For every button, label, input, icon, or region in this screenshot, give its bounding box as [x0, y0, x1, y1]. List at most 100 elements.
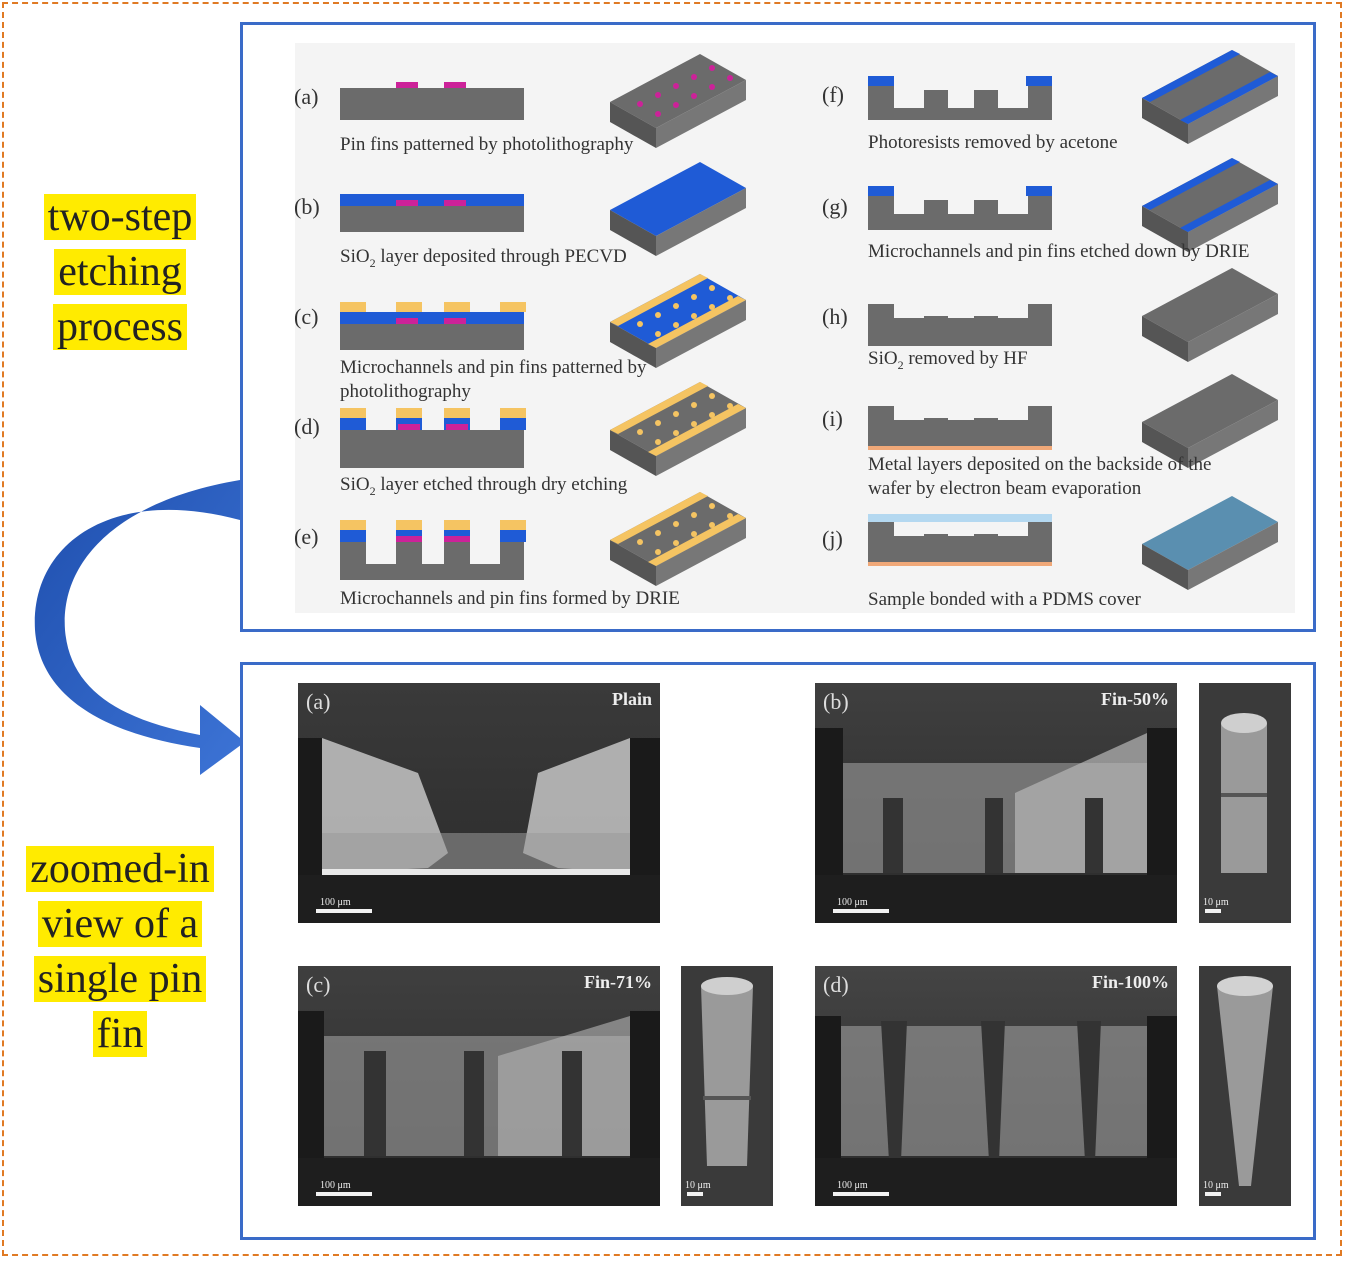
step-c-block-dot-0-2	[673, 303, 679, 309]
step-e-block-dot-0-0	[637, 539, 643, 545]
step-e-resist-1	[396, 520, 422, 530]
step-a-block-dot-0-0	[637, 101, 643, 107]
step-c-block-dot-1-2	[691, 313, 697, 319]
step-e-resist-0	[340, 520, 366, 530]
step-h-caption: SiO2 removed by HF	[868, 347, 1028, 377]
step-c-caption-line2: photolithography	[340, 381, 471, 402]
step-i-metal	[868, 446, 1052, 450]
sem-d-channel	[815, 1016, 1177, 1206]
step-d-caption-post: layer etched through dry etching	[375, 474, 628, 495]
step-f-block-rail-2	[1180, 72, 1278, 124]
step-b-pin-1	[396, 200, 418, 206]
sem-c-inset-scale-label: 10 μm	[685, 1180, 711, 1191]
step-f-block-left	[1142, 98, 1188, 144]
step-f-block-rail-1	[1142, 50, 1240, 102]
step-c-block-right	[656, 300, 746, 368]
label-bottom-line-1: zoomed-in	[26, 846, 214, 892]
step-c-pin-1	[396, 318, 418, 324]
step-f-oxide-right	[1026, 76, 1052, 86]
sem-c-letter: (c)	[306, 972, 331, 997]
step-a-substrate	[340, 88, 524, 120]
sem-c-scale-bar	[316, 1192, 372, 1196]
step-d-pin-1	[398, 424, 420, 430]
sem-image-a: (a) Plain 100 μm	[298, 683, 660, 923]
label-bottom-line-3: single pin	[33, 956, 207, 1002]
step-a-block-dot-0-1	[655, 92, 661, 98]
step-g-block-top	[1142, 158, 1278, 232]
step-d-oxide-0	[340, 418, 366, 430]
label-top-line-1: two-step	[43, 194, 197, 240]
step-a-block-dot-1-3	[709, 84, 715, 90]
sem-d-scale-bar	[833, 1192, 889, 1196]
step-j-block-left	[1142, 544, 1188, 590]
step-d-caption-pre: SiO	[340, 474, 370, 495]
step-a-pin-resist-1	[396, 82, 418, 88]
step-d-letter: (d)	[294, 414, 320, 439]
step-h-substrate	[868, 304, 1052, 346]
step-b-block-top	[610, 162, 746, 236]
step-f-caption: Photoresists removed by acetone	[868, 132, 1118, 153]
step-a-letter: (a)	[294, 84, 319, 109]
step-d-resist-0	[340, 408, 366, 418]
step-d-resist-1	[396, 408, 422, 418]
step-e-resist-3	[500, 520, 526, 530]
step-d-oxide-3	[500, 418, 526, 430]
step-d-block-rail-1	[610, 382, 708, 434]
sem-image-c: (c) Fin-71% 100 μm	[298, 966, 660, 1206]
step-h-letter: (h)	[822, 304, 848, 329]
sem-inset-b: 10 μm	[1199, 683, 1291, 923]
step-h-caption-pre: SiO	[868, 348, 898, 369]
step-c-resist-3	[500, 302, 526, 312]
step-b-caption-pre: SiO	[340, 246, 370, 267]
sem-b-letter: (b)	[823, 689, 849, 714]
step-a-pin-resist-2	[444, 82, 466, 88]
sem-c-inset-scale-bar	[687, 1192, 703, 1196]
step-e-block-dot-0-1	[655, 530, 661, 536]
step-a-block-dot-0-3	[691, 74, 697, 80]
step-d-resist-3	[500, 408, 526, 418]
sem-a-channel	[298, 738, 660, 923]
sem-a-letter: (a)	[306, 689, 331, 714]
label-bottom-line-2: view of a	[37, 901, 203, 947]
step-a-block-dot-1-4	[727, 75, 733, 81]
step-d-substrate	[340, 430, 524, 468]
step-h-caption-post: removed by HF	[903, 348, 1028, 369]
step-j-metal	[868, 562, 1052, 566]
step-j-pdms	[868, 514, 1052, 522]
step-c-block-left	[610, 322, 656, 368]
step-e-block-dot-0-2	[673, 521, 679, 527]
step-c-block-dot-0-4	[709, 285, 715, 291]
step-f-substrate	[868, 78, 1052, 120]
sem-c-pin-fin	[701, 977, 753, 1166]
step-g-block-rail-1	[1142, 158, 1240, 210]
step-c-resist-0	[340, 302, 366, 312]
sem-d-inset-scale-bar	[1205, 1192, 1221, 1196]
step-c-block-dot-1-3	[709, 304, 715, 310]
step-d-block-dot-0-3	[691, 402, 697, 408]
step-d-block-dot-1-3	[709, 412, 715, 418]
step-c-block-dot-1-0	[655, 331, 661, 337]
sem-image-d: (d) Fin-100% 100 μm	[815, 966, 1177, 1206]
step-b-oxide	[340, 194, 524, 206]
step-e-block-left	[610, 540, 656, 586]
step-e-caption: Microchannels and pin fins formed by DRI…	[340, 588, 680, 609]
step-d-block-left	[610, 430, 656, 476]
step-d-block-dot-0-4	[709, 393, 715, 399]
sem-b-scale-label: 100 μm	[837, 897, 868, 908]
step-i-substrate	[868, 406, 1052, 448]
step-a-block-dot-1-1	[673, 102, 679, 108]
sem-b-inset-scale-bar	[1205, 909, 1221, 913]
step-b-letter: (b)	[294, 194, 320, 219]
step-f-block-right	[1188, 76, 1278, 144]
step-c-pin-2	[444, 318, 466, 324]
sem-a-title: Plain	[611, 689, 652, 709]
step-d-block-dot-0-0	[637, 429, 643, 435]
sem-b-scale-bar	[833, 909, 889, 913]
step-d-block-rail-2	[648, 404, 746, 456]
step-d-block-dot-0-2	[673, 411, 679, 417]
step-e-pin-2	[444, 536, 470, 542]
step-e-oxide-0	[340, 530, 366, 542]
